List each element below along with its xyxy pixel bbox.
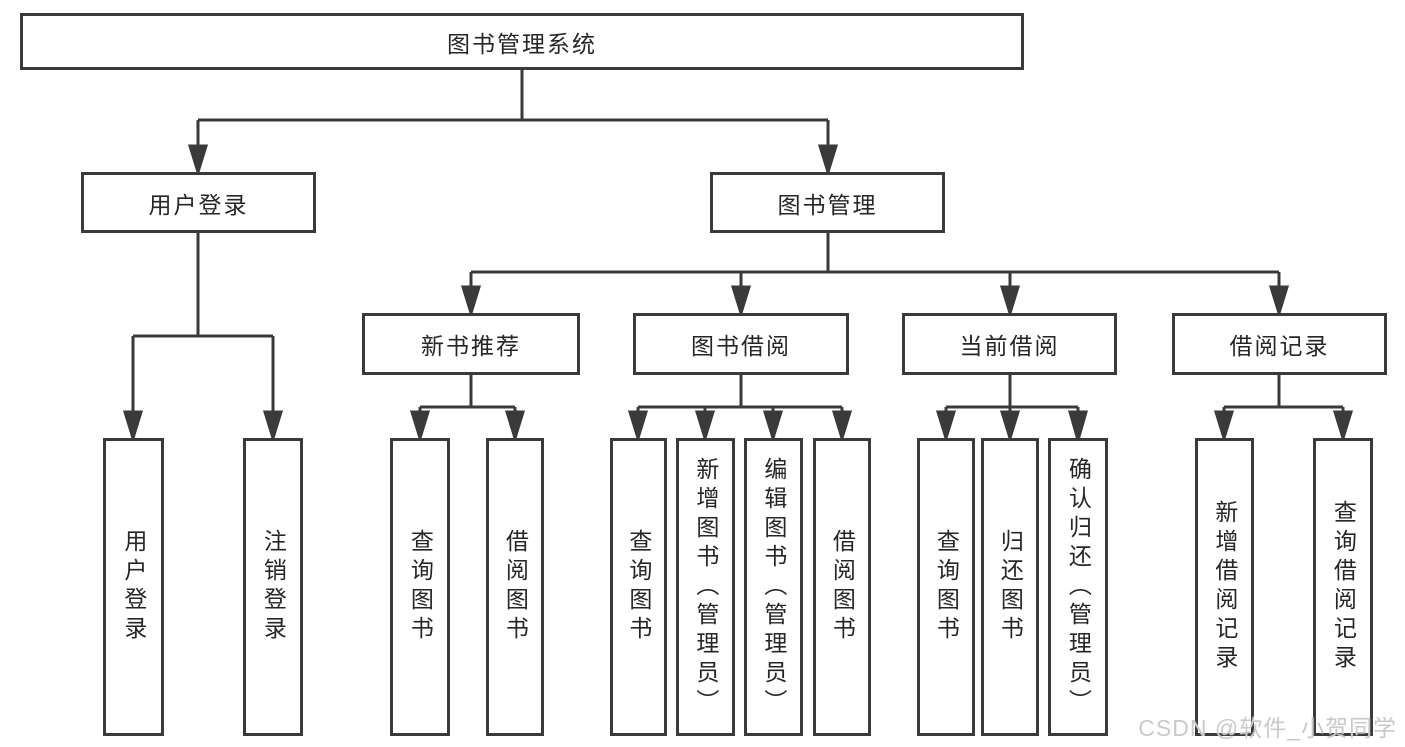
node-new-book-recommend: 新书推荐 — [362, 313, 580, 375]
arrowhead-book-borrow — [730, 285, 752, 319]
leaf-newbook-query-books: 查询图书 — [390, 438, 450, 736]
arrowhead-new-book — [460, 285, 482, 319]
arrowhead-nb-query — [409, 410, 431, 444]
arrowhead-user-login — [187, 144, 209, 178]
arrowhead-bb-borrow — [831, 410, 853, 444]
leaf-borrow-add-books-admin: 新增图书（管理员） — [676, 438, 735, 736]
arrowhead-br-add — [1213, 410, 1235, 444]
arrowhead-bb-edit — [762, 410, 784, 444]
leaf-borrow-query-books: 查询图书 — [610, 438, 667, 736]
leaf-logout: 注销登录 — [243, 438, 303, 736]
arrowhead-cb-query — [935, 410, 957, 444]
arrowhead-cur-borrow — [999, 285, 1021, 319]
leaf-current-confirm-return-admin: 确认归还（管理员） — [1048, 438, 1108, 736]
node-book-borrow: 图书借阅 — [633, 313, 849, 375]
arrowhead-cb-confirm — [1068, 410, 1088, 446]
node-borrow-records: 借阅记录 — [1172, 313, 1387, 375]
node-user-login: 用户登录 — [81, 172, 316, 233]
csdn-watermark: CSDN @软件_小贺同学 — [1138, 715, 1397, 741]
arrowhead-cb-return — [999, 410, 1021, 444]
leaf-newbook-borrow-books: 借阅图书 — [486, 438, 544, 736]
leaf-user-login: 用户登录 — [103, 438, 164, 736]
arrowhead-nb-borrow — [504, 410, 526, 444]
arrowhead-book-mgmt — [817, 144, 839, 178]
node-book-management: 图书管理 — [710, 172, 945, 233]
leaf-borrow-borrow-books: 借阅图书 — [813, 438, 871, 736]
leaf-borrow-edit-books-admin: 编辑图书（管理员） — [744, 438, 803, 736]
arrowhead-bb-query — [627, 410, 649, 444]
leaf-records-query-borrow-record: 查询借阅记录 — [1313, 438, 1373, 736]
leaf-current-return-books: 归还图书 — [981, 438, 1039, 736]
node-current-borrow: 当前借阅 — [902, 313, 1117, 375]
arrowhead-leaf-logout — [262, 410, 284, 444]
arrowhead-br-query — [1332, 410, 1354, 444]
arrowhead-bb-add — [694, 410, 716, 444]
arrowhead-borrow-rec — [1268, 285, 1290, 319]
leaf-records-add-borrow-record: 新增借阅记录 — [1195, 438, 1254, 736]
node-root-system: 图书管理系统 — [20, 13, 1024, 70]
leaf-current-query-books: 查询图书 — [917, 438, 975, 736]
arrowhead-leaf-user-login — [122, 410, 144, 444]
